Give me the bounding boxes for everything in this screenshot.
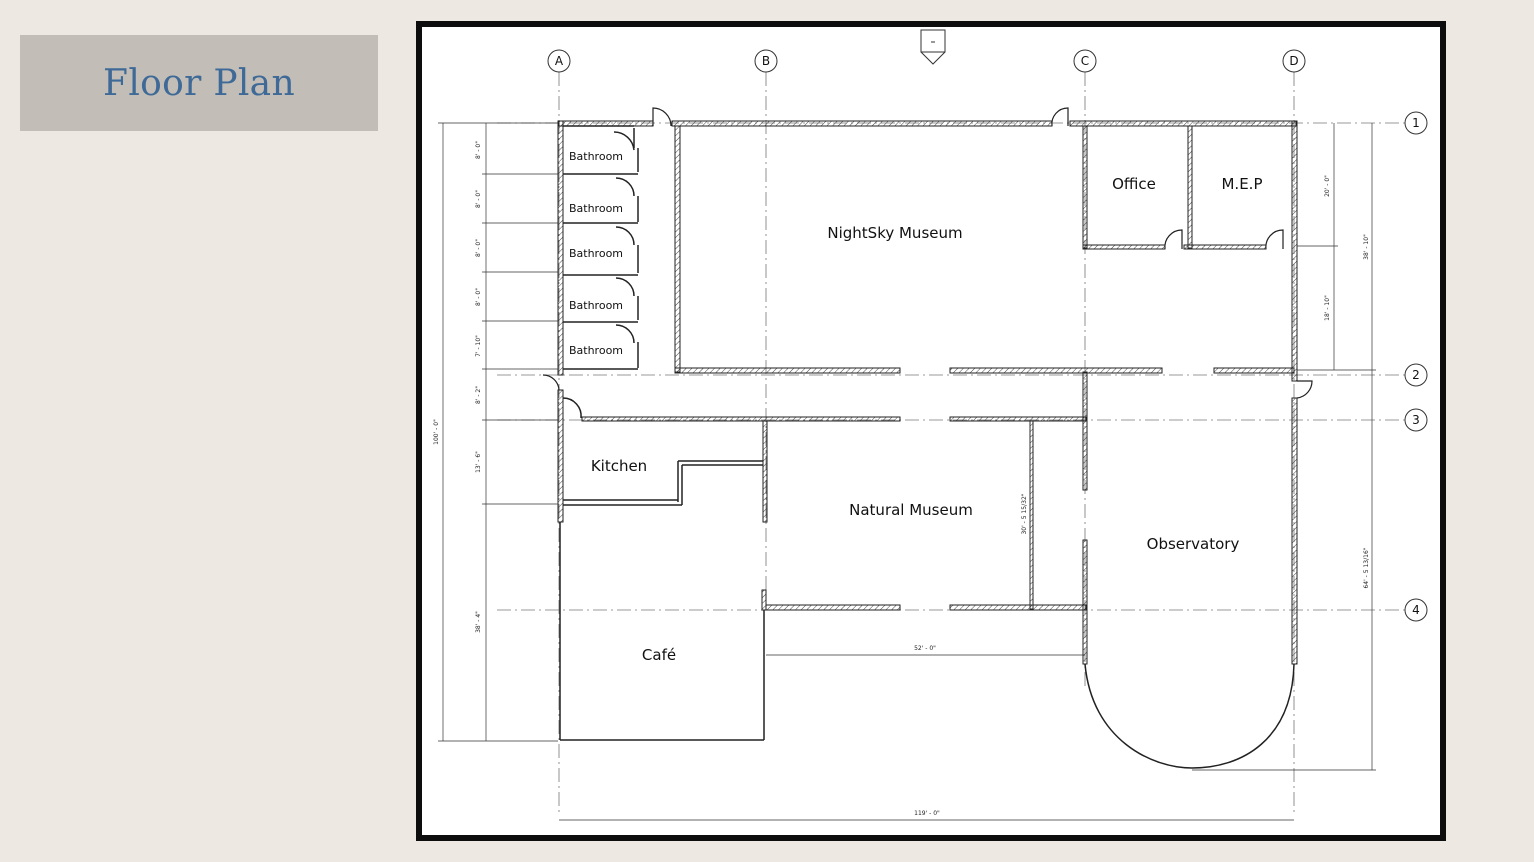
svg-text:D: D [1289,54,1298,68]
grid-bubble-c: C [1073,49,1097,73]
grid-bubble-2: 2 [1404,363,1428,387]
svg-text:2: 2 [1412,368,1420,382]
dim-left-1: 8' - 0" [475,141,482,159]
room-label-bathroom-4: Bathroom [569,299,623,312]
kitchen-walls [562,397,763,506]
observatory-outline [1084,663,1295,769]
grid-bubble-b: B [754,49,778,73]
svg-text:4: 4 [1412,603,1420,617]
grid-bubble-a: A [547,49,571,73]
room-label-observatory: Observatory [1147,535,1240,553]
room-label-nightsky-museum: NightSky Museum [827,224,962,242]
door-swings [542,107,1313,399]
room-label-bathroom-5: Bathroom [569,344,623,357]
bathroom-partitions [563,125,639,370]
dim-right-total-upper: 38' - 10" [1363,234,1370,260]
dim-left-4: 8' - 0" [475,288,482,306]
dim-right-total-lower: 64' - 5 13/16" [1363,547,1370,588]
dim-left-total: 100' - 0" [433,419,440,445]
dim-natural-depth: 30' - 5 15/32" [1021,493,1028,534]
dim-left-7: 13' - 6" [475,451,482,473]
grid-bubble-3: 3 [1404,408,1428,432]
room-label-bathroom-1: Bathroom [569,150,623,163]
room-label-natural-museum: Natural Museum [849,501,973,519]
dim-left-8: 38' - 4" [475,611,482,633]
svg-text:1: 1 [1412,116,1420,130]
grid-lines [497,72,1405,815]
cafe-outline [559,522,765,741]
svg-text:A: A [555,54,564,68]
svg-text:3: 3 [1412,413,1420,427]
grid-bubble-1: 1 [1404,111,1428,135]
dimension-texts: 8' - 0" 8' - 0" 8' - 0" 8' - 0" 7' - 10"… [433,141,1370,817]
floor-plan-drawing: A B C D 1 2 3 4 [433,29,1428,821]
room-label-mep: M.E.P [1221,175,1262,193]
room-label-bathroom-3: Bathroom [569,247,623,260]
grid-bubble-4: 4 [1404,598,1428,622]
dim-overall-width: 119' - 0" [914,810,940,817]
dim-right-middle: 18' - 10" [1324,295,1331,321]
dim-left-2: 8' - 0" [475,190,482,208]
room-label-office: Office [1112,175,1156,193]
section-marker-icon [920,29,946,65]
floor-plan-frame: A B C D 1 2 3 4 [416,21,1446,841]
svg-text:B: B [762,54,770,68]
room-label-kitchen: Kitchen [591,457,647,475]
room-label-cafe: Café [642,646,676,664]
room-label-bathroom-2: Bathroom [569,202,623,215]
page-title: Floor Plan [103,62,295,104]
dimension-lines [438,122,1376,821]
dim-left-5: 7' - 10" [475,335,482,357]
svg-text:C: C [1081,54,1089,68]
title-panel: Floor Plan [20,35,378,131]
grid-bubble-d: D [1282,49,1306,73]
walls [557,120,1298,665]
dim-left-3: 8' - 0" [475,239,482,257]
dim-natural-width: 52' - 0" [914,645,936,652]
dim-left-6: 8' - 2" [475,386,482,404]
dim-right-upper: 20' - 0" [1324,175,1331,197]
